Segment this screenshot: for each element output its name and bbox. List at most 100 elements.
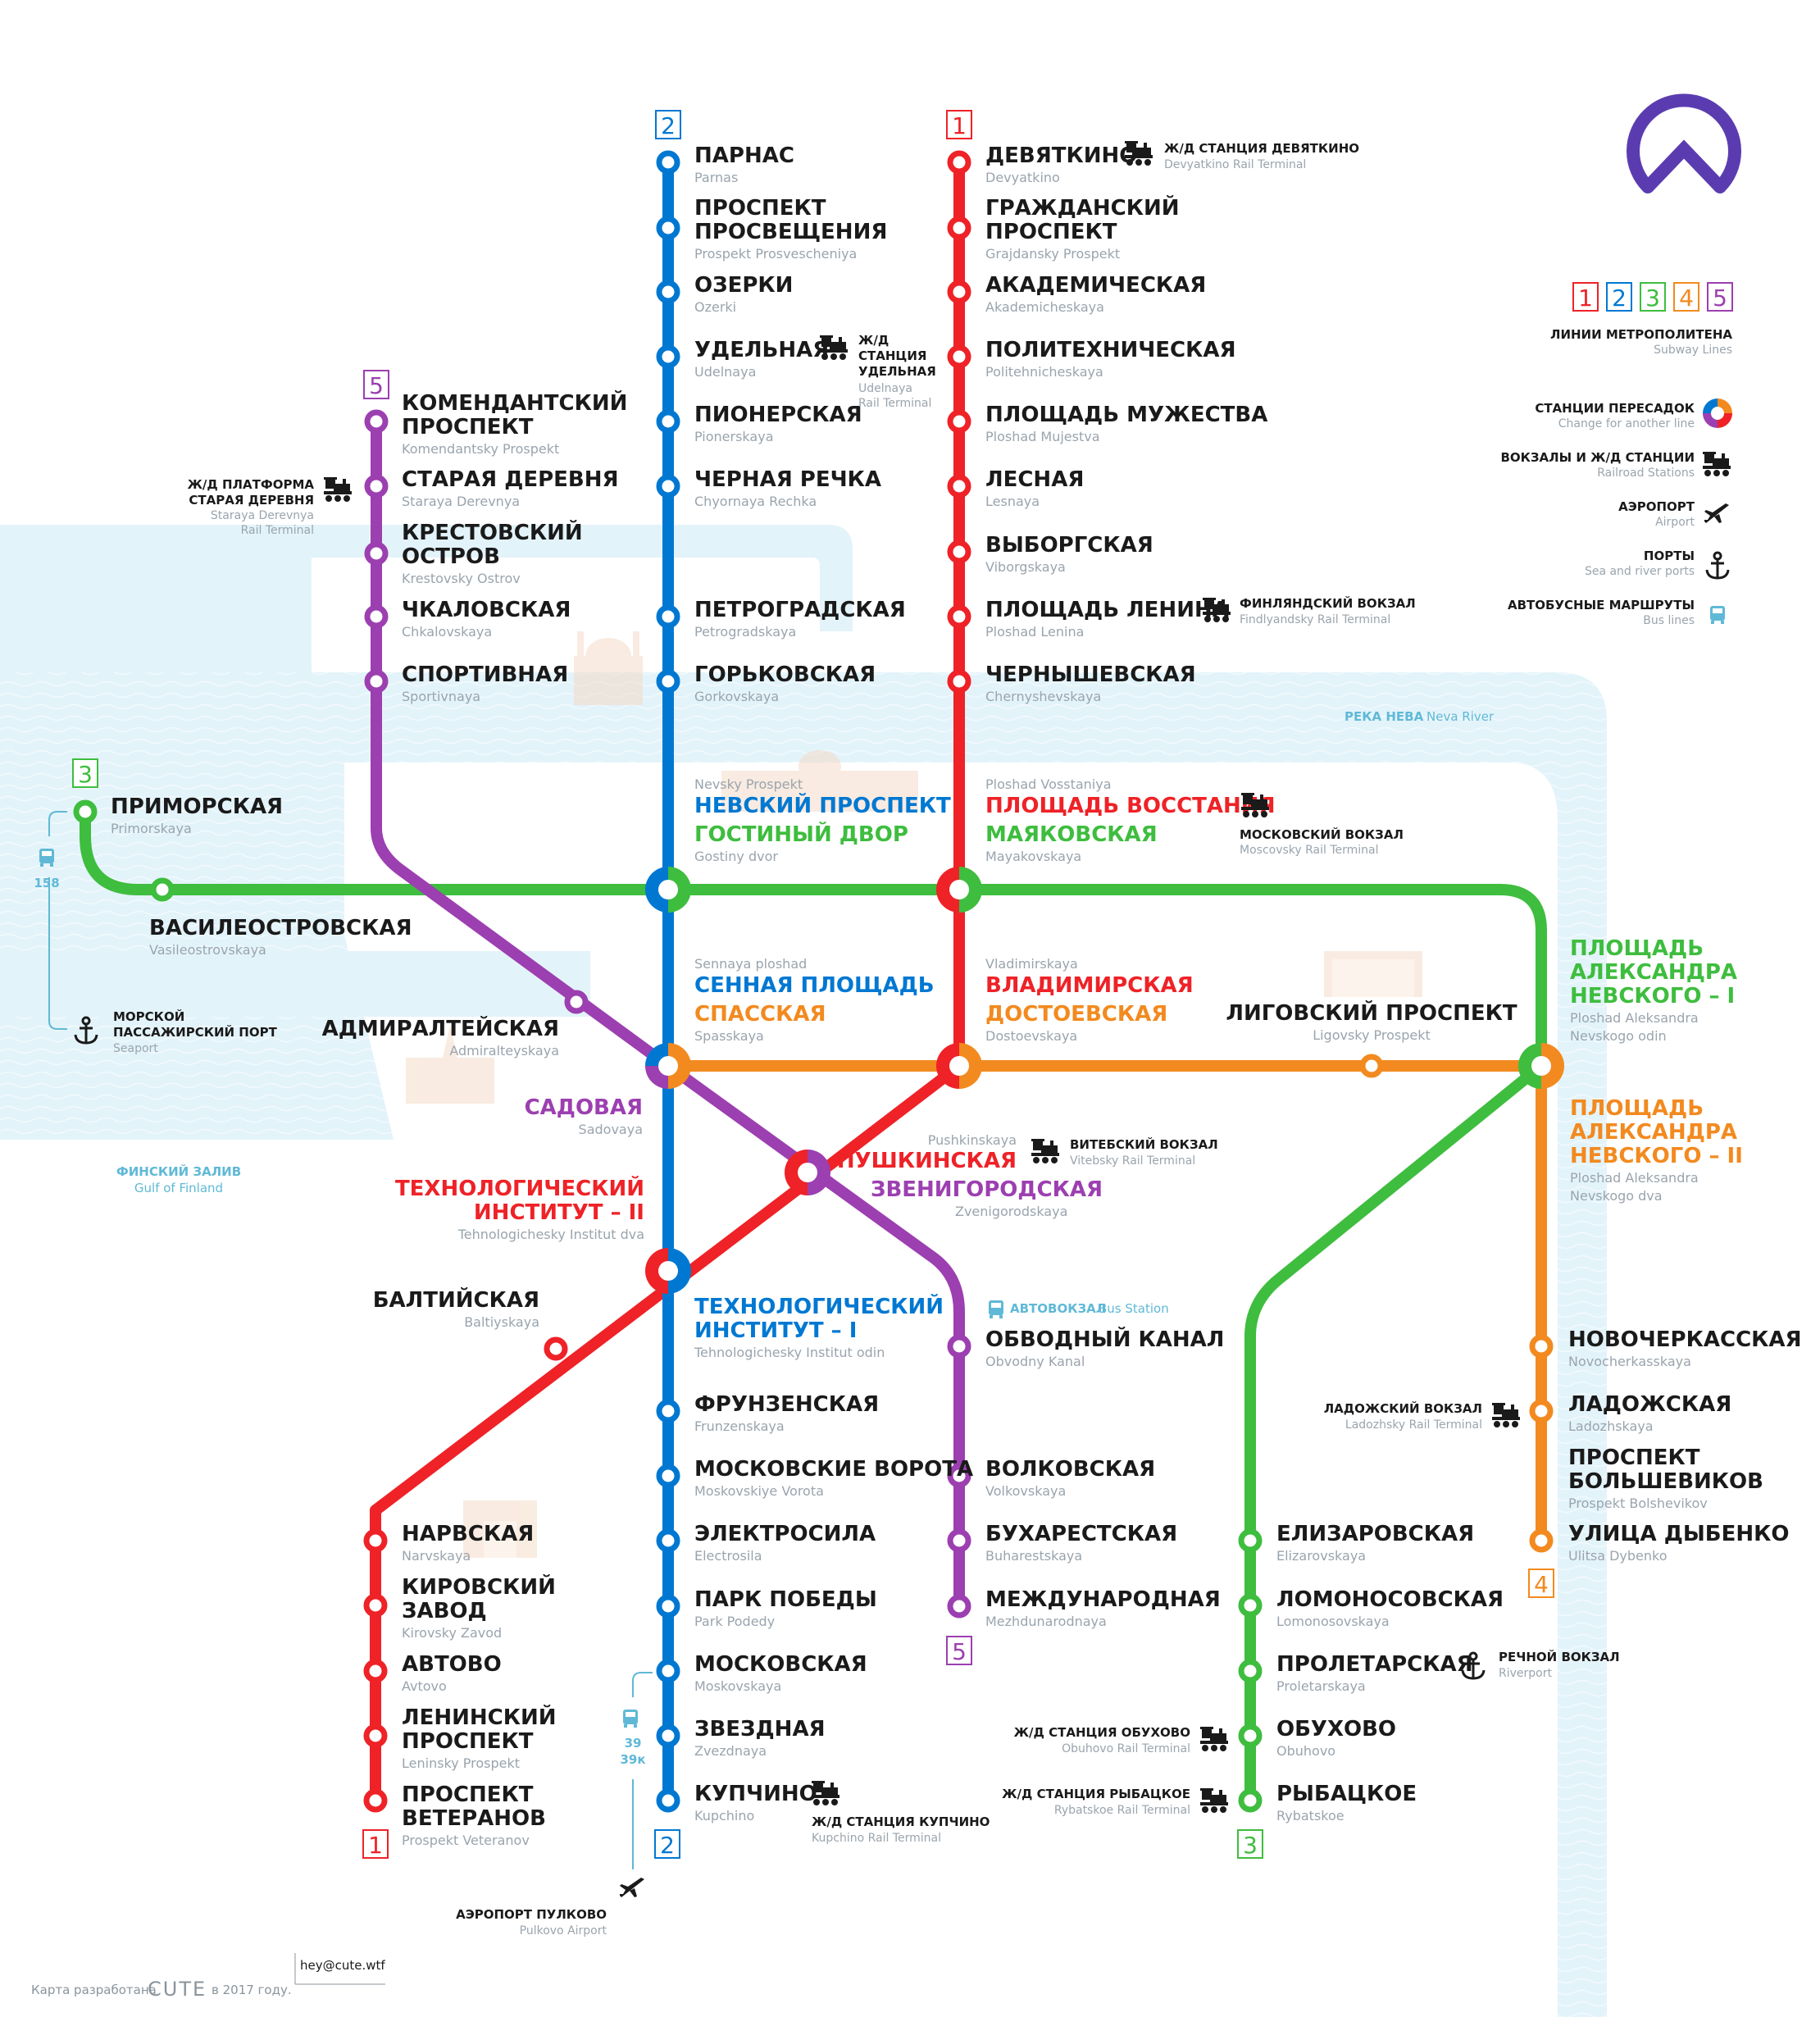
station-moskovskie-vorota[interactable]: МОСКОВСКИЕ ВОРОТА Moskovskiye Vorota — [694, 1457, 973, 1499]
station-ploshad-mujestva[interactable]: ПЛОЩАДЬ МУЖЕСТВА Ploshad Mujestva — [985, 403, 1267, 444]
station-dot[interactable] — [656, 1594, 680, 1619]
transfer-nevsky-gostiny[interactable] — [658, 880, 678, 899]
station-dot[interactable] — [1238, 1723, 1263, 1748]
station-ploshad-aleksandra-nevskogo-1[interactable]: ПЛОЩАДЬ АЛЕКСАНДРА НЕВСКОГО – I Ploshad … — [1570, 936, 1737, 1044]
station-buharestskaya[interactable]: БУХАРЕСТСКАЯ Buharestskaya — [985, 1522, 1177, 1564]
station-dot[interactable] — [656, 1528, 680, 1553]
station-petrogradskaya[interactable]: ПЕТРОГРАДСКАЯ Petrogradskaya — [694, 598, 906, 640]
bus-station[interactable]: АВТОВОКЗАЛ Bus Station — [1010, 1301, 1169, 1316]
station-kirovsky-zavod[interactable]: КИРОВСКИЙ ЗАВОД Kirovsky Zavod — [402, 1573, 556, 1641]
station-krestovsky-ostrov[interactable]: КРЕСТОВСКИЙ ОСТРОВ Krestovsky Ostrov — [402, 519, 583, 586]
station-proletarskaya[interactable]: ПРОЛЕТАРСКАЯ Proletarskaya — [1276, 1652, 1473, 1694]
station-dot[interactable] — [947, 669, 971, 694]
station-leninsky-prospekt[interactable]: ЛЕНИНСКИЙ ПРОСПЕКТ Leninsky Prospekt — [402, 1704, 557, 1771]
station-pionerskaya[interactable]: ПИОНЕРСКАЯ Pionerskaya — [694, 403, 862, 444]
station-dot[interactable] — [1529, 1399, 1554, 1423]
ladozhsky-rail-terminal[interactable]: ЛАДОЖСКИЙ ВОКЗАЛ Ladozhsky Rail Terminal — [1324, 1400, 1482, 1432]
station-nevsky-prospekt[interactable]: Nevsky Prospekt НЕВСКИЙ ПРОСПЕКТ — [694, 776, 951, 818]
station-chkalovskaya[interactable]: ЧКАЛОВСКАЯ Chkalovskaya — [402, 598, 571, 640]
station-dot[interactable] — [947, 280, 971, 304]
station-pushkinskaya[interactable]: Pushkinskaya ПУШКИНСКАЯ — [837, 1132, 1017, 1173]
station-dot[interactable] — [656, 1399, 680, 1423]
station-prospekt-prosvescheniya[interactable]: ПРОСПЕКТ ПРОСВЕЩЕНИЯ Prospekt Prosvesche… — [694, 196, 887, 262]
station-ozerki[interactable]: ОЗЕРКИ Ozerki — [694, 273, 793, 315]
station-dot[interactable] — [656, 280, 680, 304]
station-dot[interactable] — [363, 1593, 388, 1618]
station-dot[interactable] — [656, 474, 680, 499]
rybatskoe-rail-terminal[interactable]: Ж/Д СТАНЦИЯ РЫБАЦКОЕ Rybatskoe Rail Term… — [1002, 1787, 1190, 1817]
station-dot[interactable] — [947, 1334, 971, 1359]
station-ploshad-lenina[interactable]: ПЛОЩАДЬ ЛЕНИНА Ploshad Lenina — [985, 598, 1229, 640]
station-dot[interactable] — [1238, 1593, 1263, 1618]
station-park-pobedy[interactable]: ПАРК ПОБЕДЫ Park Podedy — [694, 1587, 877, 1629]
station-dot[interactable] — [363, 1788, 388, 1813]
station-sennaya-ploshad[interactable]: Sennaya ploshad СЕННАЯ ПЛОЩАДЬ — [694, 956, 935, 998]
station-elizarovskaya[interactable]: ЕЛИЗАРОВСКАЯ Elizarovskaya — [1276, 1522, 1474, 1564]
station-vyborgskaya[interactable]: ВЫБОРГСКАЯ Viborgskaya — [985, 533, 1153, 575]
transfer-pushkinskaya-zvenigorodskaya[interactable] — [798, 1163, 817, 1182]
station-dot[interactable] — [544, 1336, 568, 1361]
station-moskovskaya[interactable]: МОСКОВСКАЯ Moskovskaya — [694, 1652, 867, 1694]
station-dot[interactable] — [947, 344, 971, 369]
station-dot[interactable] — [1238, 1788, 1263, 1813]
station-dot[interactable] — [656, 1464, 680, 1488]
station-dot[interactable] — [656, 150, 680, 175]
station-narvskaya[interactable]: НАРВСКАЯ Narvskaya — [402, 1522, 534, 1564]
station-obuhovo[interactable]: ОБУХОВО Obuhovo — [1276, 1717, 1396, 1759]
transfer-tehnologichesky-institut[interactable] — [658, 1261, 678, 1281]
station-kupchino[interactable]: КУПЧИНО Kupchino — [694, 1782, 817, 1823]
station-ulitsa-dybenko[interactable]: УЛИЦА ДЫБЕНКО Ulitsa Dybenko — [1568, 1522, 1789, 1564]
station-admiralteyskaya[interactable]: АДМИРАЛТЕЙСКАЯ Admiralteyskaya — [322, 1015, 559, 1059]
station-gostiny-dvor[interactable]: ГОСТИНЫЙ ДВОР Gostiny dvor — [694, 821, 908, 864]
station-frunzenskaya[interactable]: ФРУНЗЕНСКАЯ Frunzenskaya — [694, 1392, 879, 1434]
obuhovo-rail-terminal[interactable]: Ж/Д СТАНЦИЯ ОБУХОВО Obuhovo Rail Termina… — [1014, 1725, 1190, 1755]
station-dot[interactable] — [947, 604, 971, 629]
station-dot[interactable] — [947, 540, 971, 564]
station-baltiyskaya[interactable]: БАЛТИЙСКАЯ Baltiyskaya — [373, 1286, 539, 1330]
station-lomonosovskaya[interactable]: ЛОМОНОСОВСКАЯ Lomonosovskaya — [1276, 1587, 1504, 1629]
moskovsky-rail-terminal[interactable]: МОСКОВСКИЙ ВОКЗАЛ Moscovsky Rail Termina… — [1240, 826, 1404, 857]
station-devyatkino[interactable]: ДЕВЯТКИНО Devyatkino — [985, 143, 1137, 185]
station-sadovaya[interactable]: САДОВАЯ Sadovaya — [525, 1095, 643, 1137]
station-dot[interactable] — [947, 150, 971, 175]
station-rybatskoe[interactable]: РЫБАЦКОЕ Rybatskoe — [1276, 1782, 1417, 1823]
station-dot[interactable] — [656, 409, 680, 434]
vitebsky-rail-terminal[interactable]: ВИТЕБСКИЙ ВОКЗАЛ Vitebsky Rail Terminal — [1070, 1136, 1218, 1168]
station-grajdansky-prospekt[interactable]: ГРАЖДАНСКИЙ ПРОСПЕКТ Grajdansky Prospekt — [985, 194, 1179, 262]
station-dot[interactable] — [656, 1723, 680, 1748]
station-dot[interactable] — [364, 409, 389, 434]
station-dot[interactable] — [947, 1464, 971, 1488]
station-dot[interactable] — [1359, 1054, 1384, 1078]
station-dot[interactable] — [1238, 1528, 1263, 1553]
station-dot[interactable] — [364, 474, 389, 499]
station-mayakovskaya[interactable]: МАЯКОВСКАЯ Mayakovskaya — [985, 822, 1158, 864]
station-mezhdunarodnaya[interactable]: МЕЖДУНАРОДНАЯ Mezhdunarodnaya — [985, 1587, 1221, 1629]
station-dot[interactable] — [656, 1659, 680, 1683]
station-chernyshevskaya[interactable]: ЧЕРНЫШЕВСКАЯ Chernyshevskaya — [985, 662, 1196, 704]
station-udelnaya[interactable]: УДЕЛЬНАЯ Udelnaya — [694, 338, 829, 380]
riverport[interactable]: РЕЧНОЙ ВОКЗАЛ Riverport — [1499, 1649, 1620, 1680]
station-dot[interactable] — [947, 216, 971, 240]
station-dot[interactable] — [656, 669, 680, 694]
transfer-sennaya-spasskaya-sadovaya[interactable] — [658, 1056, 678, 1076]
devyatkino-rail-terminal[interactable]: Ж/Д СТАНЦИЯ ДЕВЯТКИНО Devyatkino Rail Te… — [1164, 141, 1359, 171]
station-ploshad-aleksandra-nevskogo-2[interactable]: ПЛОЩАДЬ АЛЕКСАНДРА НЕВСКОГО – II Ploshad… — [1570, 1096, 1743, 1204]
station-tehnologichesky-institut-2[interactable]: ТЕХНОЛОГИЧЕСКИЙ ИНСТИТУТ – II Tehnologic… — [395, 1175, 644, 1242]
station-dot[interactable] — [656, 344, 680, 369]
station-ploshad-vosstaniya[interactable]: Ploshad Vosstaniya ПЛОЩАДЬ ВОССТАНИЯ — [985, 776, 1276, 818]
station-dot[interactable] — [947, 474, 971, 499]
station-ligovsky-prospekt[interactable]: ЛИГОВСКИЙ ПРОСПЕКТ Ligovsky Prospekt — [1226, 999, 1517, 1043]
station-dot[interactable] — [363, 1659, 388, 1683]
station-dot[interactable] — [363, 1723, 388, 1748]
transfer-vladimirskaya-dostoevskaya[interactable] — [949, 1056, 969, 1076]
station-lesnaya[interactable]: ЛЕСНАЯ Lesnaya — [985, 467, 1084, 509]
station-politehnicheskaya[interactable]: ПОЛИТЕХНИЧЕСКАЯ Politehnicheskaya — [985, 338, 1236, 380]
staraya-derevnya-rail-platform[interactable]: Ж/Д ПЛАТФОРМА СТАРАЯ ДЕРЕВНЯ Staraya Der… — [188, 477, 315, 537]
station-vladimirskaya[interactable]: Vladimirskaya ВЛАДИМИРСКАЯ — [985, 956, 1194, 998]
station-vasileostrovskaya[interactable]: ВАСИЛЕОСТРОВСКАЯ Vasileostrovskaya — [149, 916, 412, 958]
transfer-vosstaniya-mayakovskaya[interactable] — [949, 880, 969, 899]
udelnaya-rail-terminal[interactable]: Ж/Д СТАНЦИЯ УДЕЛЬНАЯ Udelnaya Rail Termi… — [858, 333, 936, 410]
pulkovo-airport[interactable]: АЭРОПОРТ ПУЛКОВО Pulkovo Airport — [456, 1907, 607, 1937]
station-novocherkasskaya[interactable]: НОВОЧЕРКАССКАЯ Novocherkasskaya — [1568, 1327, 1802, 1369]
station-prospekt-bolshevikov[interactable]: ПРОСПЕКТ БОЛЬШЕВИКОВ Prospekt Bolsheviko… — [1568, 1446, 1763, 1511]
